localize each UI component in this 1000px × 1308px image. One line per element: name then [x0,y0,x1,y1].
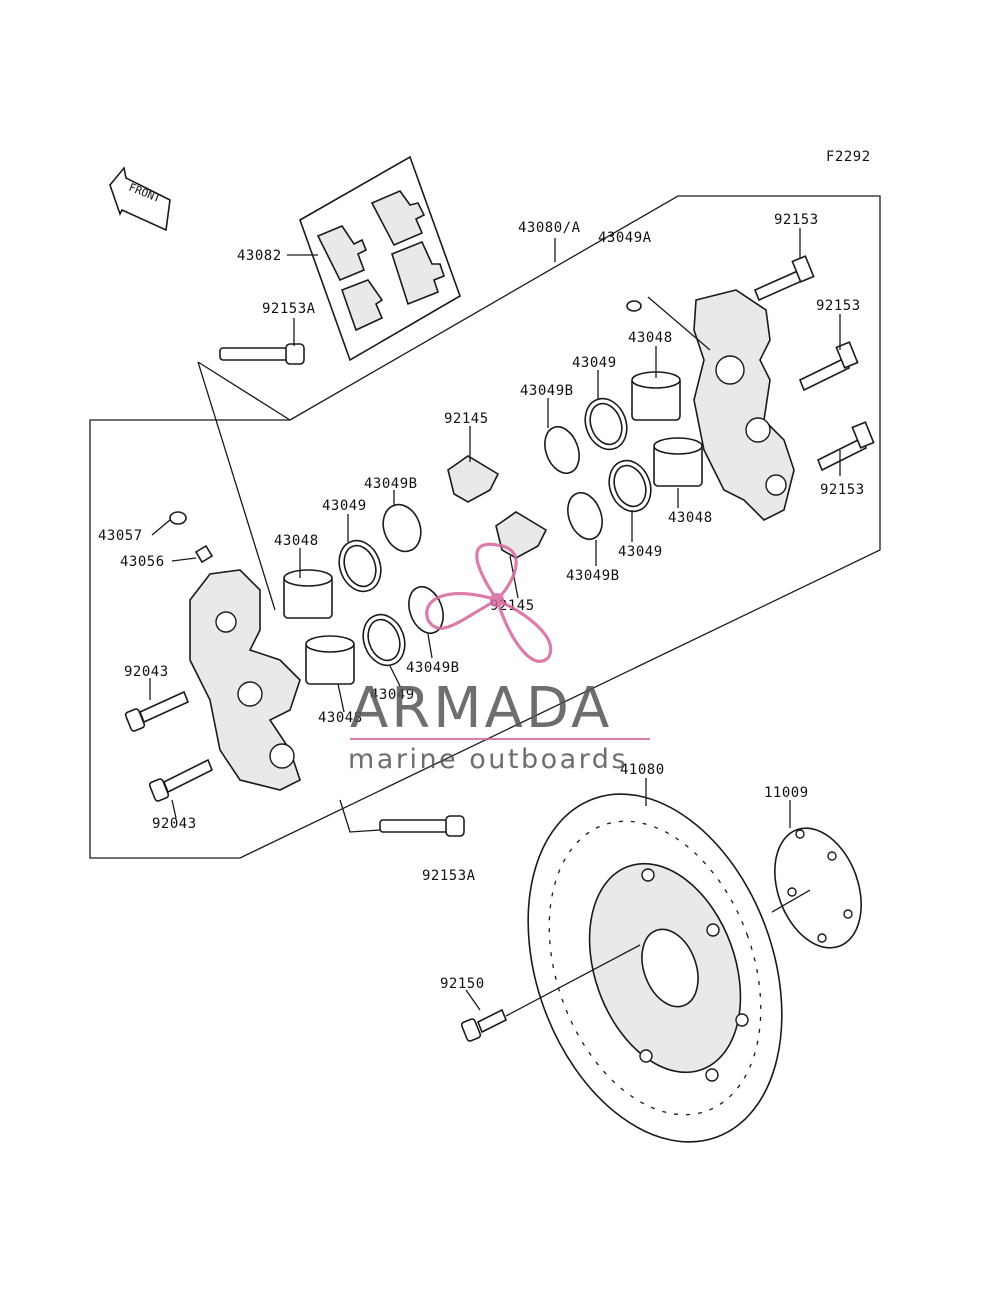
diagram-code: F2292 [826,149,871,165]
label-43049b-r2: 43049B [566,568,620,584]
label-43048-l1: 43048 [274,533,319,549]
washer-43049a [626,300,642,312]
bolt-92153-b [798,341,859,392]
armada-propeller-logo-icon [425,542,553,663]
piston-43048-r1 [631,371,681,421]
pad-spring-92145-mid [495,511,548,559]
label-92153-1: 92153 [774,212,819,228]
bolt-92153a-top [219,343,305,365]
label-11009: 11009 [764,785,809,801]
bolt-92153-c [816,421,875,472]
label-92043-1: 92043 [124,664,169,680]
seal-43049b-r1 [544,425,580,475]
watermark-tagline: marine outboards [348,744,628,775]
label-92153-3: 92153 [820,482,865,498]
label-92153-2: 92153 [816,298,861,314]
bolt-92043-b [148,758,214,802]
front-arrow-icon: FRONT [109,166,171,232]
disc-bolt-92150 [460,1008,508,1042]
label-43049-r2: 43049 [618,544,663,560]
piston-43048-l1 [283,569,333,619]
bolt-92153a-bottom [379,815,465,837]
seal-43049b-l1 [382,503,422,553]
label-92153a-top: 92153A [262,301,316,317]
piston-43048-l2 [305,635,355,685]
right-caliper [693,289,795,521]
label-43056: 43056 [120,554,165,570]
pad-spring-92145-top [447,455,500,503]
label-92145-top: 92145 [444,411,489,427]
seal-43049b-r2 [567,491,603,541]
cap-43057 [169,511,187,525]
label-43049-l1: 43049 [322,498,367,514]
label-43048-r1: 43048 [628,330,673,346]
label-43049a: 43049A [598,230,652,246]
watermark-brand: ARMADA [350,676,612,741]
watermark: ARMADA marine outboards [348,542,650,775]
part-labels: 43082 43080/A 43049A 92153 92153 92153 9… [98,212,865,992]
label-43049b-l2: 43049B [406,660,460,676]
bolt-92043-a [124,690,190,732]
piston-43048-r2 [653,437,703,487]
label-43082: 43082 [237,248,282,264]
label-43049b-l1: 43049B [364,476,418,492]
label-43048-l2: 43048 [318,710,363,726]
left-caliper [189,569,301,791]
brake-pad-set [299,155,461,362]
bleeder-43056 [194,544,214,564]
label-43057: 43057 [98,528,143,544]
label-43049b-r1: 43049B [520,383,574,399]
label-43080a: 43080/A [518,220,581,236]
label-41080: 41080 [620,762,665,778]
label-92153a-bottom: 92153A [422,868,476,884]
label-43048-r2: 43048 [668,510,713,526]
disc-shim-11009 [774,827,862,949]
label-43049-l2: 43049 [370,687,415,703]
label-92043-2: 92043 [152,816,197,832]
label-43049-r1: 43049 [572,355,617,371]
brake-disc [527,793,783,1143]
assembly-frame [89,195,881,859]
bolt-92153-a [753,255,815,302]
label-92150: 92150 [440,976,485,992]
